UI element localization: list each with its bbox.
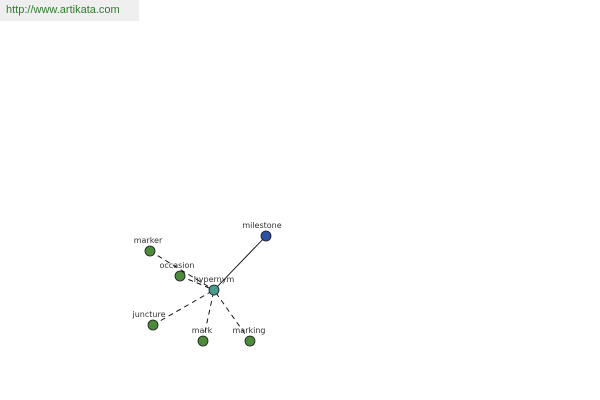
url-banner[interactable]: http://www.artikata.com <box>0 0 139 21</box>
nodes-layer: milestone marker occasion juncture mark marki… <box>131 221 282 347</box>
edges-layer <box>149 235 267 342</box>
node-label-marking[interactable]: marking <box>233 326 266 335</box>
node-label-marker[interactable]: marker <box>134 236 163 245</box>
node-marker[interactable] <box>144 245 156 257</box>
node-label-occasion[interactable]: occasion <box>160 261 195 270</box>
node-label-center[interactable]: hypernym <box>194 275 235 284</box>
edge-milestone <box>213 235 267 291</box>
node-label-milestone[interactable]: milestone <box>242 221 281 230</box>
node-milestone[interactable] <box>260 230 272 242</box>
node-marking[interactable] <box>244 335 256 347</box>
edge-marking <box>213 289 251 342</box>
node-center[interactable] <box>208 284 220 296</box>
edge-marker <box>149 250 215 291</box>
edge-occasion <box>179 275 215 291</box>
node-label-juncture[interactable]: juncture <box>131 310 165 319</box>
node-juncture[interactable] <box>147 319 159 331</box>
node-mark[interactable] <box>197 335 209 347</box>
node-occasion[interactable] <box>174 270 186 282</box>
edge-juncture <box>152 289 215 326</box>
node-label-mark[interactable]: mark <box>192 326 213 335</box>
